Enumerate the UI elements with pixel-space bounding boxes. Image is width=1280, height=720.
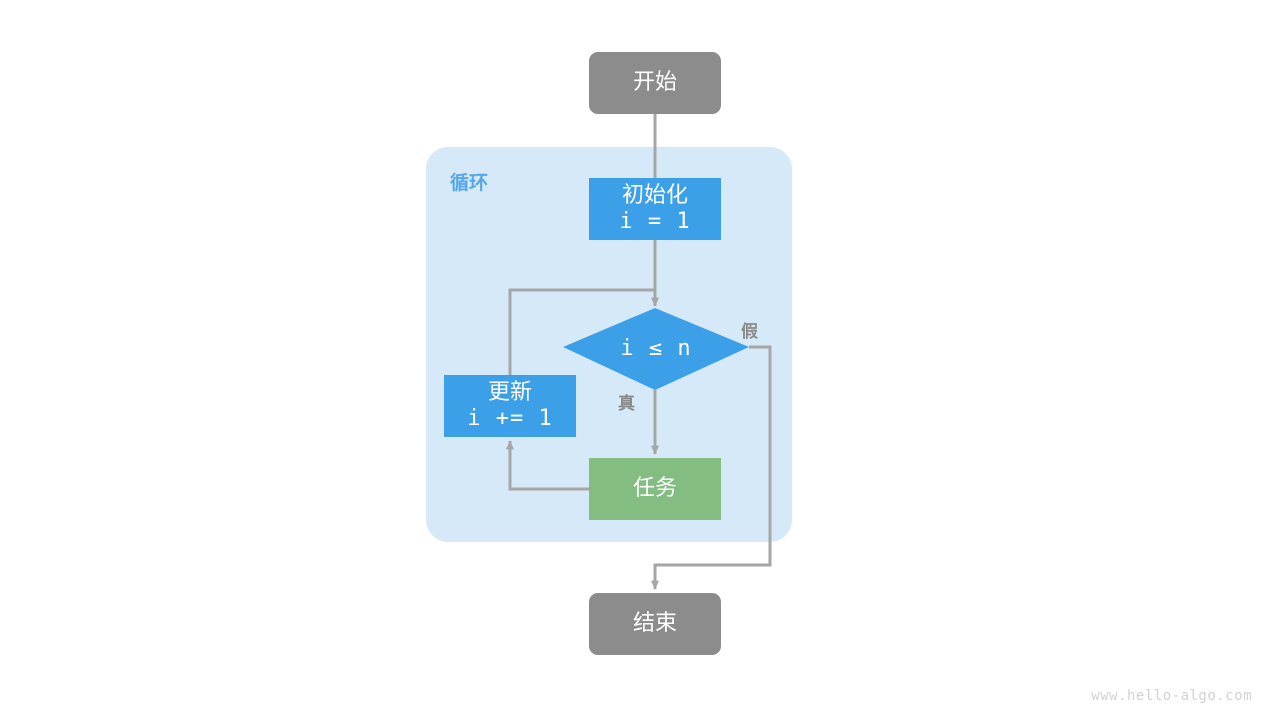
watermark: www.hello-algo.com [1091, 688, 1252, 704]
node-update[interactable] [444, 375, 576, 437]
node-start[interactable] [589, 52, 721, 114]
edge-cond-to-end [651, 345, 772, 590]
node-condition[interactable] [563, 308, 749, 390]
loop-container-label: 循环 [450, 172, 489, 194]
node-task[interactable] [589, 458, 721, 520]
edge-label-true: 真 [618, 394, 635, 414]
edge-update-to-cond [508, 288, 655, 375]
edge-label-false: 假 [741, 322, 758, 342]
edge-task-to-update [506, 440, 589, 491]
node-end[interactable] [589, 593, 721, 655]
node-init[interactable] [589, 178, 721, 240]
